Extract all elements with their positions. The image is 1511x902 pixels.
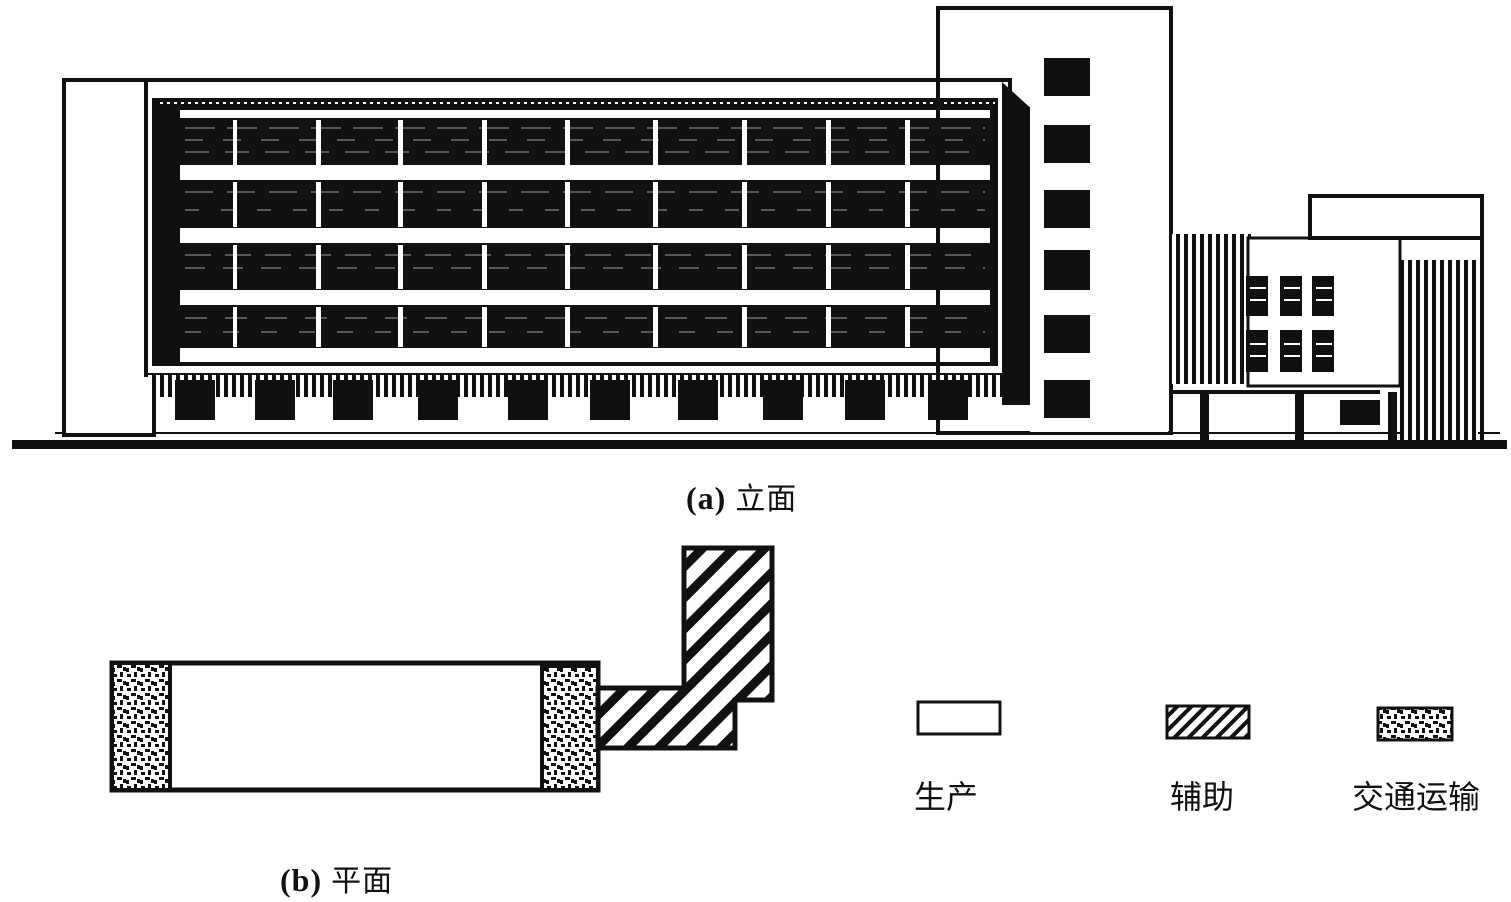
ground-line [12,440,1507,449]
plan-transport-left [110,661,172,792]
legend-label-production: 生产 [914,778,979,816]
legend [916,700,1454,742]
plan-caption-prefix: (b) [280,862,323,898]
plan-caption-text: 平面 [331,864,394,899]
legend-swatch-production [916,700,1002,736]
plan-caption: (b) 平面 [280,856,393,900]
annex-windows [1246,276,1334,372]
plan-drawing [109,545,775,793]
legend-label-transport: 交通运输 [1352,778,1481,816]
legend-swatch-auxiliary [1165,704,1251,740]
piers [175,380,968,420]
legend-swatch-transport [1376,706,1454,742]
elevation-drawing [12,6,1507,449]
elevation-caption-text: 立面 [735,482,798,517]
legend-label-auxiliary: 辅助 [1170,778,1235,816]
plan-transport-right [540,664,600,792]
plan-production-area [109,660,601,793]
elevation-caption-prefix: (a) [686,480,727,516]
tower-windows [1044,58,1090,418]
stair-tower [936,6,1173,435]
plan-auxiliary-area [595,545,775,751]
elevation-caption: (a) 立面 [686,474,797,518]
end-wall [62,78,156,437]
